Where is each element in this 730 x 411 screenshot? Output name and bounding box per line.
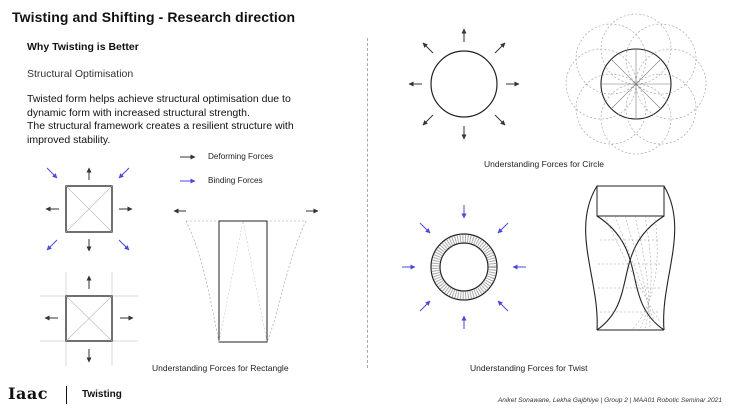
circle-pattern [565,13,707,155]
caption-twist: Understanding Forces for Twist [470,363,588,373]
body-line: improved stability. [27,133,111,146]
body-text: Twisted form helps achieve structural op… [27,93,327,147]
subtitle: Why Twisting is Better [27,41,139,53]
caption-rectangle: Understanding Forces for Rectangle [152,363,289,373]
section-heading: Structural Optimisation [27,68,134,80]
credit-text: Aniket Sonawane, Lekha Gajbhiye | Group … [497,397,722,404]
twisted-tower [585,185,676,331]
body-line: dynamic form with increased structural s… [27,106,250,119]
circle-forces [408,28,520,140]
square-forces-top [45,167,133,252]
body-line: Twisted form helps achieve structural op… [27,93,291,105]
ring-forces [402,205,526,329]
footer-divider [66,386,67,404]
legend-binding-label: Binding Forces [208,176,263,185]
footer-label: Twisting [82,389,122,400]
legend-deforming-label: Deforming Forces [208,152,274,161]
caption-circle: Understanding Forces for Circle [484,159,604,169]
page-title: Twisting and Shifting - Research directi… [12,9,296,25]
square-forces-grid [40,272,138,366]
rectangle-elevation [173,208,319,343]
body-line: The structural framework creates a resil… [27,120,294,132]
iaac-logo: Iaac [8,384,48,403]
column-divider [367,38,368,368]
